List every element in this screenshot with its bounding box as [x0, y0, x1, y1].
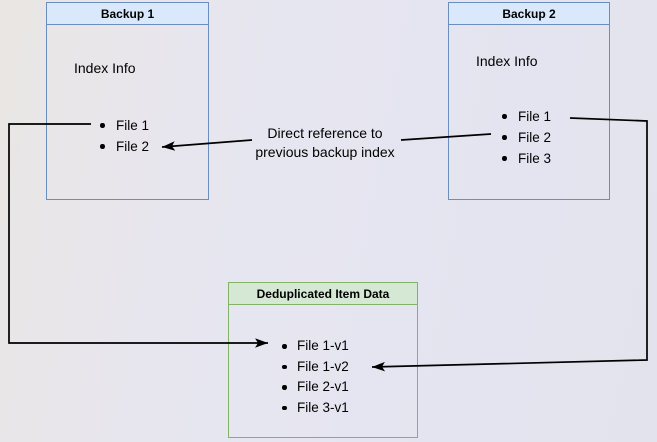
backup1-title: Backup 1 [47, 3, 208, 25]
backup1-index-info-label: Index Info [74, 60, 136, 76]
list-item: File 3 [501, 148, 551, 169]
list-item: File 3-v1 [281, 398, 349, 419]
annotation-line2: previous backup index [255, 144, 395, 160]
backup2-title: Backup 2 [449, 3, 609, 25]
dedup-file-list: File 1-v1 File 1-v2 File 2-v1 File 3-v1 [281, 336, 349, 418]
backup2-index-info-label: Index Info [476, 53, 538, 69]
list-item: File 2-v1 [281, 377, 349, 398]
direct-reference-annotation: Direct reference to previous backup inde… [238, 124, 412, 162]
annotation-line1: Direct reference to [267, 125, 383, 141]
list-item: File 2 [501, 127, 551, 148]
backup2-box: Backup 2 [448, 2, 610, 200]
dedup-title: Deduplicated Item Data [229, 283, 417, 305]
backup2-file-list: File 1 File 2 File 3 [501, 106, 551, 169]
dedup-box: Deduplicated Item Data [228, 282, 418, 438]
list-item: File 1-v1 [281, 336, 349, 357]
list-item: File 1 [99, 115, 149, 136]
list-item: File 1 [501, 106, 551, 127]
backup1-file-list: File 1 File 2 [99, 115, 149, 157]
list-item: File 1-v2 [281, 357, 349, 378]
list-item: File 2 [99, 136, 149, 157]
backup1-box: Backup 1 [46, 2, 209, 200]
